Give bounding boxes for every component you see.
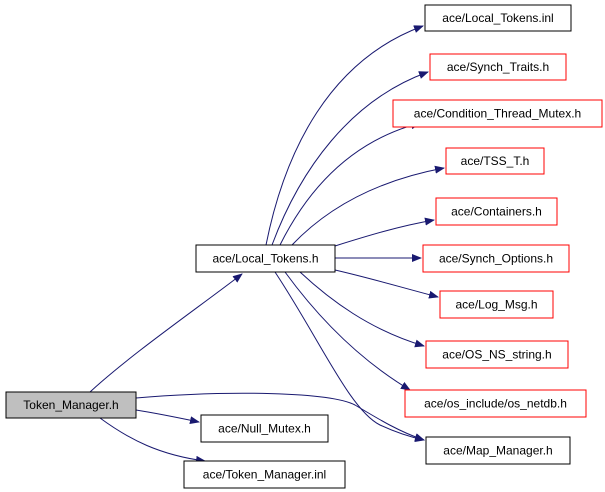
node-tss-t-h[interactable]: ace/TSS_T.h: [445, 147, 545, 175]
node-label-os-netdb-h: ace/os_include/os_netdb.h: [424, 397, 567, 411]
node-box-token-manager-inl: [183, 460, 346, 489]
edge-local-tokens-h-to-tss-t-h: [291, 165, 445, 246]
node-box-condition-thread-mutex-h: [392, 99, 603, 128]
edge-token-manager-h-to-map-manager-h: [135, 392, 425, 441]
edge-token-manager-h-to-local-tokens-h: [89, 273, 243, 393]
node-os-ns-string-h[interactable]: ace/OS_NS_string.h: [425, 340, 569, 369]
node-token-manager-inl[interactable]: ace/Token_Manager.inl: [183, 460, 346, 489]
node-label-os-ns-string-h: ace/OS_NS_string.h: [442, 348, 551, 362]
node-label-map-manager-h: ace/Map_Manager.h: [443, 444, 552, 458]
node-local-tokens-h[interactable]: ace/Local_Tokens.h: [195, 244, 336, 273]
node-box-null-mutex-h: [200, 414, 329, 443]
edge-token-manager-h-to-token-manager-inl: [99, 417, 206, 464]
node-box-synch-traits-h: [429, 53, 567, 81]
edge-local-tokens-h-to-os-ns-string-h: [299, 271, 425, 348]
node-null-mutex-h[interactable]: ace/Null_Mutex.h: [200, 414, 329, 443]
edge-local-tokens-h-to-condition-thread-mutex-h: [279, 121, 421, 246]
node-log-msg-h[interactable]: ace/Log_Msg.h: [439, 290, 554, 319]
node-box-containers-h: [435, 197, 558, 226]
node-label-synch-traits-h: ace/Synch_Traits.h: [447, 60, 549, 74]
node-os-netdb-h[interactable]: ace/os_include/os_netdb.h: [404, 389, 587, 418]
node-containers-h[interactable]: ace/Containers.h: [435, 197, 558, 226]
node-box-local-tokens-inl: [424, 4, 572, 32]
node-box-os-netdb-h: [404, 389, 587, 418]
node-label-log-msg-h: ace/Log_Msg.h: [455, 298, 537, 312]
edge-local-tokens-h-to-os-netdb-h: [284, 271, 411, 391]
edge-token-manager-h-to-null-mutex-h: [135, 409, 200, 425]
node-box-tss-t-h: [445, 147, 545, 175]
node-label-null-mutex-h: ace/Null_Mutex.h: [218, 422, 311, 436]
edge-local-tokens-h-to-synch-traits-h: [271, 71, 429, 246]
edge-local-tokens-h-to-log-msg-h: [334, 269, 439, 299]
node-label-containers-h: ace/Containers.h: [451, 205, 542, 219]
node-map-manager-h[interactable]: ace/Map_Manager.h: [425, 436, 571, 465]
node-box-local-tokens-h: [195, 244, 336, 273]
edges-layer: [89, 25, 445, 464]
node-box-os-ns-string-h: [425, 340, 569, 369]
edge-local-tokens-h-to-local-tokens-inl: [265, 25, 424, 246]
node-synch-options-h[interactable]: ace/Synch_Options.h: [422, 244, 570, 273]
node-label-local-tokens-h: ace/Local_Tokens.h: [212, 252, 318, 266]
node-label-synch-options-h: ace/Synch_Options.h: [439, 252, 553, 266]
edge-local-tokens-h-to-map-manager-h: [274, 271, 425, 443]
edge-local-tokens-h-to-containers-h: [334, 217, 435, 247]
node-label-token-manager-h: Token_Manager.h: [23, 398, 118, 412]
node-condition-thread-mutex-h[interactable]: ace/Condition_Thread_Mutex.h: [392, 99, 603, 128]
node-label-tss-t-h: ace/TSS_T.h: [461, 154, 530, 168]
node-label-condition-thread-mutex-h: ace/Condition_Thread_Mutex.h: [414, 107, 581, 121]
node-box-map-manager-h: [425, 436, 571, 465]
node-box-synch-options-h: [422, 244, 570, 273]
node-box-token-manager-h: [5, 391, 137, 419]
node-label-token-manager-inl: ace/Token_Manager.inl: [203, 468, 326, 482]
node-token-manager-h: Token_Manager.h: [5, 391, 137, 419]
node-label-local-tokens-inl: ace/Local_Tokens.inl: [442, 11, 553, 25]
node-box-log-msg-h: [439, 290, 554, 319]
nodes-layer: Token_Manager.h ace/Local_Tokens.h ace/Nul…: [5, 4, 603, 489]
node-local-tokens-inl[interactable]: ace/Local_Tokens.inl: [424, 4, 572, 32]
node-synch-traits-h[interactable]: ace/Synch_Traits.h: [429, 53, 567, 81]
